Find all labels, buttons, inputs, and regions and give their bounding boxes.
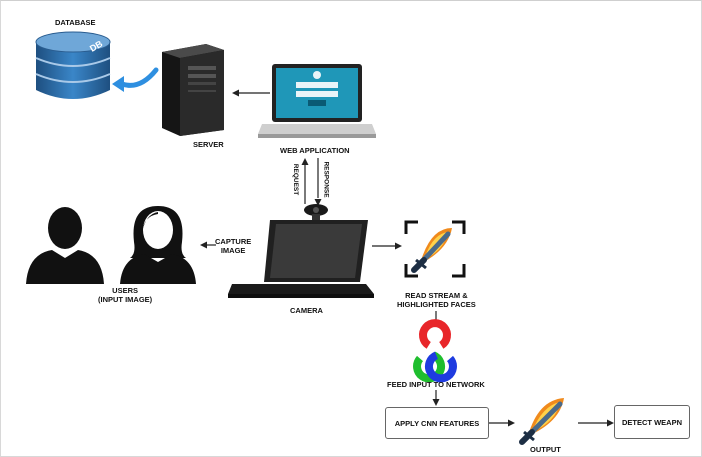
apply-cnn-features-box: APPLY CNN FEATURES	[385, 407, 489, 439]
read-stream-label: READ STREAM & HIGHLIGHTED FACES	[397, 291, 476, 309]
detect-weapon-box: DETECT WEAPN	[614, 405, 690, 439]
server-label: SERVER	[193, 140, 224, 149]
opencv-logo-icon	[413, 319, 457, 383]
database-label: DATABASE	[55, 18, 96, 27]
users-label-line2: (INPUT IMAGE)	[98, 295, 153, 304]
response-label: RESPONSE	[322, 161, 330, 198]
read-stream-line1: READ STREAM &	[405, 291, 468, 300]
capture-image-line2: IMAGE	[220, 246, 246, 255]
web-application-label: WEB APPLICATION	[280, 146, 350, 155]
read-stream-line2: HIGHLIGHTED FACES	[397, 300, 476, 309]
database-icon: DB	[35, 31, 111, 99]
camera-label: CAMERA	[290, 306, 323, 315]
user-male-icon	[26, 207, 104, 284]
scan-weapon-icon	[404, 220, 466, 278]
capture-image-arrow	[200, 241, 216, 249]
users-label: USERS (INPUT IMAGE)	[98, 286, 152, 304]
camera-laptop-icon	[228, 204, 374, 298]
output-weapon-icon	[519, 398, 564, 445]
user-female-icon	[120, 206, 196, 284]
web-application-laptop-icon	[258, 64, 376, 138]
capture-image-line1: CAPTURE	[215, 237, 252, 246]
camera-to-scan-arrow	[372, 242, 402, 250]
server-to-database-arrow	[112, 67, 159, 92]
webapp-to-server-arrow	[232, 89, 270, 97]
server-tower-icon	[162, 44, 224, 136]
request-arrow	[301, 158, 309, 204]
capture-image-label: CAPTURE IMAGE	[215, 237, 251, 255]
cnn-to-output-arrow	[489, 419, 515, 427]
output-label: OUTPUT	[530, 445, 561, 454]
users-label-line1: USERS	[112, 286, 138, 295]
output-to-detect-arrow	[578, 419, 614, 427]
request-label: REQUEST	[292, 163, 300, 196]
response-arrow	[314, 158, 322, 206]
feed-to-cnn-arrow	[432, 390, 440, 406]
feed-input-label: FEED INPUT TO NETWORK	[387, 380, 485, 389]
